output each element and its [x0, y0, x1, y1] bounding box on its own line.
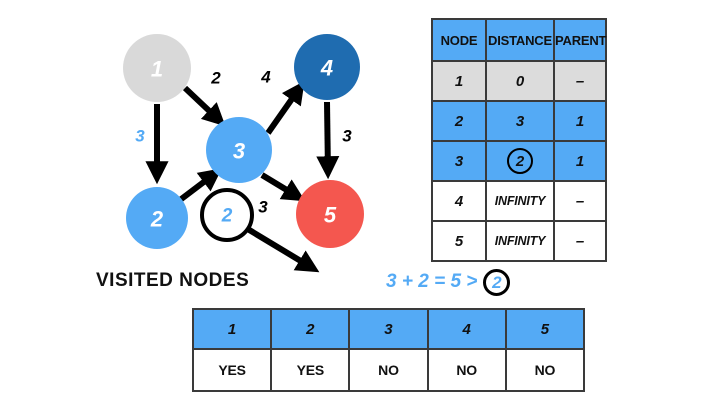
visited-col-header-5: 5: [504, 308, 586, 350]
graph-node-1[interactable]: 1: [123, 34, 191, 102]
cell-distance: 0: [485, 60, 555, 102]
visited-col-header-1: 1: [191, 308, 273, 350]
comparison-equation: 3 + 2 = 5 > 2: [386, 268, 511, 296]
cell-distance: 2: [485, 140, 555, 182]
cell-distance: 3: [485, 100, 555, 142]
node-3-circle: [206, 117, 272, 183]
node-2-circle: [126, 187, 188, 249]
edge-2-to-3: [178, 168, 223, 203]
node-2-label: 2: [150, 207, 164, 232]
equation-terms: 3 + 2 = 5 >: [386, 271, 478, 292]
node-3-label: 3: [233, 139, 245, 164]
cell-node: 5: [431, 220, 487, 262]
circled-distance-value: 2: [507, 148, 533, 174]
table-row[interactable]: 5 INFINITY –: [431, 220, 607, 262]
table-row[interactable]: YES YES NO NO NO: [191, 348, 586, 392]
node-4-label: 4: [320, 56, 333, 81]
visited-nodes-table: 1 2 3 4 5 YES YES NO NO NO: [191, 308, 586, 392]
callout-circled-value: 2: [200, 188, 254, 242]
visited-cell-3: NO: [348, 348, 429, 392]
visited-cell-5: NO: [504, 348, 586, 392]
col-header-parent: PARENT: [553, 18, 607, 62]
edge-weight-1-2: 3: [135, 127, 145, 146]
cell-parent: 1: [553, 100, 607, 142]
distance-parent-table: NODE DISTANCE PARENT 1 0 – 2 3 1 3 2 1: [431, 18, 607, 262]
equation-circled-value: 2: [483, 268, 511, 296]
graph-node-5[interactable]: 5: [296, 180, 364, 248]
edge-weight-4-5: 3: [342, 127, 352, 146]
table-row[interactable]: 3 2 1: [431, 140, 607, 182]
edge-4-to-5: [316, 101, 340, 180]
cell-node: 2: [431, 100, 487, 142]
edge-weight-labels: 3 2 4 3 3: [135, 68, 352, 217]
callout-pointer-arrow: [244, 225, 320, 273]
callout-ring-circle: [200, 188, 254, 242]
visited-table-header-row: 1 2 3 4 5: [191, 308, 586, 350]
table-row[interactable]: 1 0 –: [431, 60, 607, 102]
node-1-label: 1: [151, 57, 163, 82]
visited-cell-4: NO: [426, 348, 507, 392]
table-row[interactable]: 4 INFINITY –: [431, 180, 607, 222]
col-header-node: NODE: [431, 18, 487, 62]
visited-nodes-heading: VISITED NODES: [96, 270, 250, 291]
edge-3-to-4: [265, 80, 305, 135]
visited-col-header-3: 3: [348, 308, 429, 350]
cell-parent: –: [553, 180, 607, 222]
visited-col-header-4: 4: [426, 308, 507, 350]
cell-node: 4: [431, 180, 487, 222]
graph-node-2[interactable]: 2: [126, 187, 188, 249]
callout-value-label: 2: [221, 206, 233, 227]
node-5-circle: [296, 180, 364, 248]
node-5-label: 5: [324, 203, 337, 228]
cell-node: 3: [431, 140, 487, 182]
visited-cell-2: YES: [270, 348, 351, 392]
graph-node-3[interactable]: 3: [206, 117, 272, 183]
edge-1-to-3: [182, 85, 226, 127]
cell-node: 1: [431, 60, 487, 102]
edge-3-to-5: [260, 172, 306, 202]
cell-parent: –: [553, 220, 607, 262]
edge-weight-3-4: 4: [260, 68, 271, 87]
col-header-distance: DISTANCE: [485, 18, 555, 62]
node-4-circle: [294, 34, 360, 100]
graph-node-4[interactable]: 4: [294, 34, 360, 100]
distance-table-header-row: NODE DISTANCE PARENT: [431, 18, 607, 62]
cell-parent: –: [553, 60, 607, 102]
cell-distance: INFINITY: [485, 220, 555, 262]
cell-distance: INFINITY: [485, 180, 555, 222]
cell-parent: 1: [553, 140, 607, 182]
visited-cell-1: YES: [191, 348, 273, 392]
visited-col-header-2: 2: [270, 308, 351, 350]
table-row[interactable]: 2 3 1: [431, 100, 607, 142]
graph-edges: [145, 80, 340, 273]
edge-weight-1-3: 2: [210, 69, 221, 88]
node-1-circle: [123, 34, 191, 102]
graph-nodes: 1 2 3 4 5: [123, 34, 364, 249]
edge-weight-3-5: 3: [258, 198, 268, 217]
